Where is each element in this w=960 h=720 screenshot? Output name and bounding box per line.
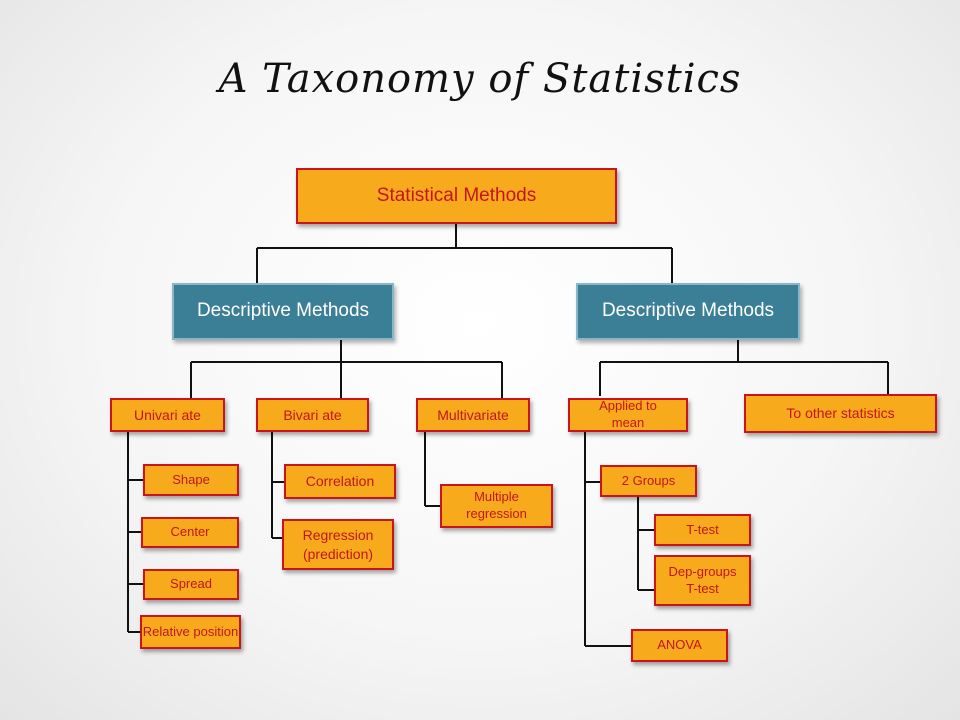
connector-two-groups: [637, 497, 654, 591]
node-relative-position: Relative position: [140, 615, 241, 649]
connector-multivariate: [424, 432, 440, 507]
connector-right-descriptive: [599, 340, 889, 396]
connector-bivariate: [271, 432, 284, 539]
node-shape: Shape: [143, 464, 239, 496]
node-dep-groups-t-test: Dep-groups T-test: [654, 555, 751, 606]
node-correlation: Correlation: [284, 464, 396, 499]
node-univariate: Univari ate: [110, 398, 225, 432]
node-descriptive-methods-left: Descriptive Methods: [172, 283, 394, 340]
node-t-test: T-test: [654, 514, 751, 546]
node-regression-prediction: Regression (prediction): [282, 519, 394, 570]
node-descriptive-methods-right: Descriptive Methods: [576, 283, 800, 340]
node-to-other-statistics: To other statistics: [744, 394, 937, 433]
node-statistical-methods: Statistical Methods: [296, 168, 617, 224]
page-title: A Taxonomy of Statistics: [218, 56, 742, 102]
node-two-groups: 2 Groups: [600, 465, 697, 497]
node-spread: Spread: [143, 569, 239, 600]
connector-left-descriptive: [190, 340, 503, 398]
connector-applied-to-mean: [584, 430, 631, 647]
node-center: Center: [141, 517, 239, 548]
node-multivariate: Multivariate: [416, 398, 530, 432]
node-bivariate: Bivari ate: [256, 398, 369, 432]
node-multiple-regression: Multiple regression: [440, 484, 553, 528]
node-anova: ANOVA: [631, 629, 728, 662]
connector-univariate: [127, 432, 143, 633]
node-applied-to-mean: Applied to mean: [568, 398, 688, 432]
connector-root-to-descriptive: [256, 224, 673, 284]
